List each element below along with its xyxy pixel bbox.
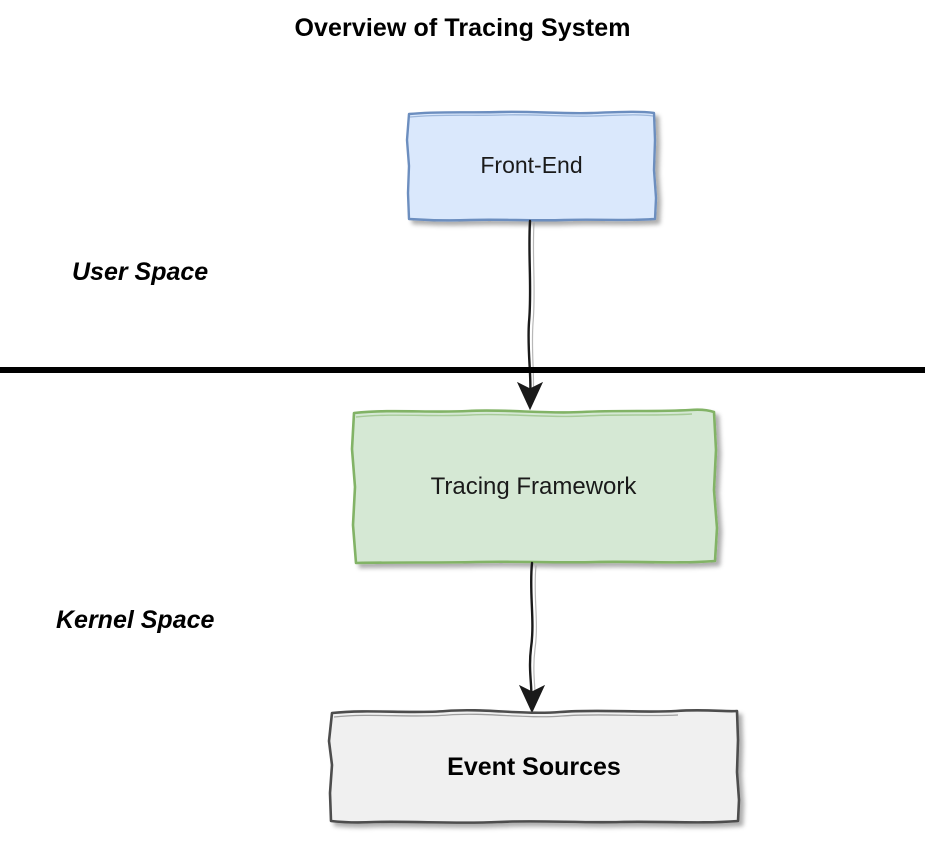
node-front-end[interactable] [405, 110, 658, 222]
edge-line-1 [527, 219, 532, 400]
node-tracing-framework[interactable] [350, 408, 719, 565]
edge-arrowhead-2 [518, 684, 546, 714]
front-end-box-sketch-overlay [409, 114, 654, 118]
edge-line-sketch-2 [533, 565, 538, 702]
edge-line-2 [528, 561, 534, 704]
front-end-box-shape [405, 110, 658, 222]
node-hit-tracing-framework[interactable] [352, 410, 716, 563]
region-label-kernel-space: Kernel Space [56, 606, 215, 634]
node-event-sources[interactable] [327, 708, 741, 825]
edge-tracing-framework-to-event-sources[interactable] [518, 561, 546, 714]
node-hit-event-sources[interactable] [330, 710, 738, 823]
edge-arrowhead-1 [516, 381, 544, 411]
edge-front-end-to-tracing-framework[interactable] [516, 219, 544, 411]
event-sources-box-sketch-overlay [333, 713, 679, 718]
tracing-framework-box-shape [350, 408, 719, 565]
region-label-user-space: User Space [72, 258, 209, 286]
node-hit-front-end[interactable] [408, 112, 656, 222]
tracing-framework-box-sketch-overlay [355, 413, 693, 418]
event-sources-box-shape [327, 708, 741, 825]
edge-line-sketch-1 [531, 222, 535, 398]
page-title: Overview of Tracing System [294, 14, 631, 42]
